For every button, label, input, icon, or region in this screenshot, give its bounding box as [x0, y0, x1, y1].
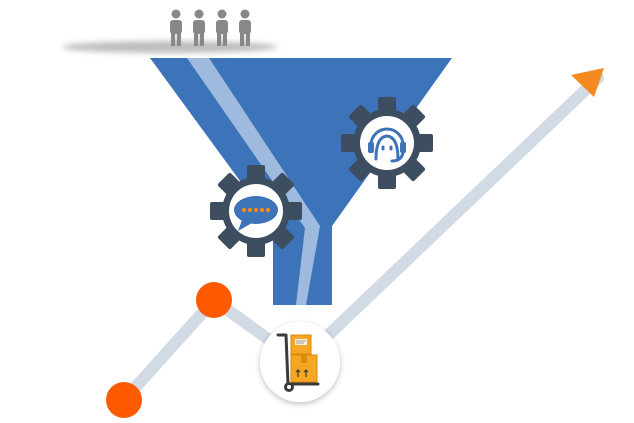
- funnel-highlight: [187, 58, 320, 305]
- people-shadow: [62, 41, 278, 53]
- rating-stars-icon: [241, 207, 271, 213]
- headset-icon: [368, 127, 406, 163]
- delivery-cart-icon: [276, 333, 320, 392]
- trend-line: [118, 68, 604, 406]
- delivery-node: [260, 322, 340, 402]
- trend-arrow-icon: [571, 68, 604, 97]
- trend-dot-peak: [196, 282, 232, 318]
- trend-dot-low: [106, 382, 142, 418]
- review-gear-icon: [210, 165, 302, 257]
- people-icon: [170, 9, 251, 46]
- speech-bubble-icon: [234, 196, 278, 231]
- support-gear-icon: [341, 97, 433, 189]
